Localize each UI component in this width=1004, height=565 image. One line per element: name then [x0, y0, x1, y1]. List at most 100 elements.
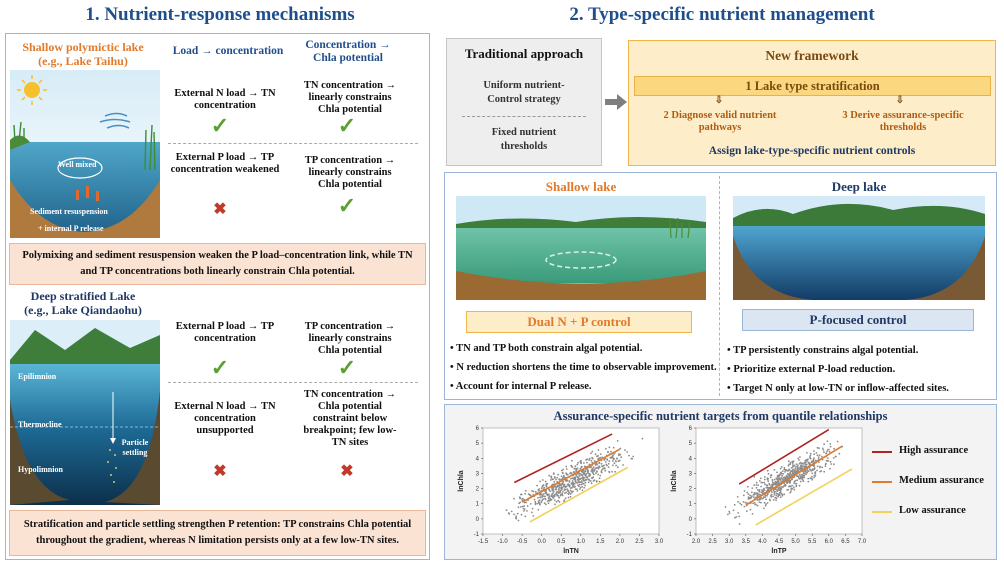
data-point — [562, 490, 564, 493]
deep-row1-col2: TP concentration → linearly constrains C… — [304, 321, 396, 356]
data-point — [588, 475, 591, 478]
data-point — [587, 478, 590, 481]
data-point — [822, 449, 825, 451]
data-point — [595, 470, 598, 472]
data-point — [547, 502, 550, 505]
data-point — [776, 492, 778, 495]
y-tick-label: 1 — [476, 502, 480, 508]
data-point — [572, 483, 574, 486]
data-point — [751, 487, 754, 489]
data-point — [792, 465, 795, 468]
data-point — [626, 451, 629, 453]
data-point — [788, 480, 791, 482]
data-point — [760, 501, 762, 504]
data-point — [524, 489, 527, 492]
data-point — [549, 479, 552, 481]
data-point — [821, 466, 824, 469]
data-point — [581, 489, 584, 491]
data-point — [600, 469, 603, 471]
data-point — [761, 489, 764, 492]
thermocline-label: Thermocline — [18, 420, 62, 429]
data-point — [744, 501, 747, 504]
shallow-row1-col2: TN concentration → linearly constrains C… — [303, 80, 397, 115]
data-point — [531, 507, 534, 510]
check-icon: ✓ — [337, 193, 357, 218]
data-point — [825, 452, 828, 454]
data-point — [577, 479, 579, 481]
data-point — [794, 471, 797, 473]
data-point — [791, 463, 794, 465]
data-point — [632, 455, 635, 458]
data-point — [821, 447, 824, 450]
hypolimnion-label: Hypolimnion — [18, 465, 63, 474]
data-point — [570, 472, 573, 475]
data-point — [564, 492, 566, 495]
data-point — [761, 497, 764, 500]
x-tick-label: 1.5 — [596, 539, 605, 545]
data-point — [795, 482, 797, 485]
data-point — [793, 476, 795, 479]
data-point — [562, 480, 565, 483]
data-point — [749, 494, 751, 497]
data-point — [613, 462, 616, 465]
data-point — [555, 478, 557, 481]
data-point — [794, 468, 797, 471]
data-point — [755, 484, 758, 486]
x-tick-label: 3.0 — [655, 539, 664, 545]
data-point — [574, 468, 577, 470]
data-point — [809, 468, 812, 471]
data-point — [829, 445, 832, 448]
data-point — [614, 470, 616, 473]
data-point — [590, 452, 592, 455]
data-point — [778, 493, 781, 495]
col-header-load-concentration: Load → concentration — [172, 45, 284, 57]
data-point — [565, 468, 568, 470]
data-point — [583, 479, 586, 482]
traditional-divider — [462, 116, 586, 117]
data-point — [774, 496, 777, 499]
data-point — [789, 461, 792, 464]
data-point — [579, 460, 582, 463]
data-point — [776, 480, 779, 483]
data-point — [798, 459, 800, 461]
data-point — [628, 454, 630, 457]
data-point — [556, 494, 559, 497]
data-point — [754, 503, 757, 506]
data-point — [801, 479, 804, 481]
data-point — [586, 461, 588, 464]
data-point — [596, 466, 599, 469]
x-tick-label: 4.5 — [775, 539, 784, 545]
data-point — [777, 495, 779, 498]
data-point — [817, 456, 820, 459]
data-point — [797, 457, 800, 460]
data-point — [518, 502, 520, 505]
data-point — [544, 492, 546, 495]
data-point — [641, 437, 644, 440]
data-point — [591, 467, 594, 470]
data-point — [759, 497, 761, 500]
data-point — [554, 493, 556, 496]
data-point — [805, 463, 808, 466]
data-point — [756, 499, 759, 501]
data-point — [594, 463, 597, 466]
x-tick-label: 7.0 — [858, 539, 867, 545]
data-point — [542, 479, 544, 481]
shallow-control-box — [466, 311, 692, 333]
data-point — [804, 462, 806, 464]
data-point — [570, 477, 572, 480]
data-point — [558, 496, 560, 499]
data-point — [743, 490, 746, 492]
data-point — [520, 506, 522, 508]
data-point — [619, 447, 622, 450]
data-point — [798, 468, 801, 471]
data-point — [796, 467, 799, 470]
data-point — [755, 481, 758, 484]
data-point — [560, 487, 563, 490]
data-point — [554, 488, 557, 490]
data-point — [612, 464, 614, 467]
data-point — [784, 476, 787, 479]
data-point — [814, 459, 817, 462]
data-point — [595, 480, 598, 482]
data-point — [807, 480, 810, 483]
data-point — [580, 466, 583, 469]
